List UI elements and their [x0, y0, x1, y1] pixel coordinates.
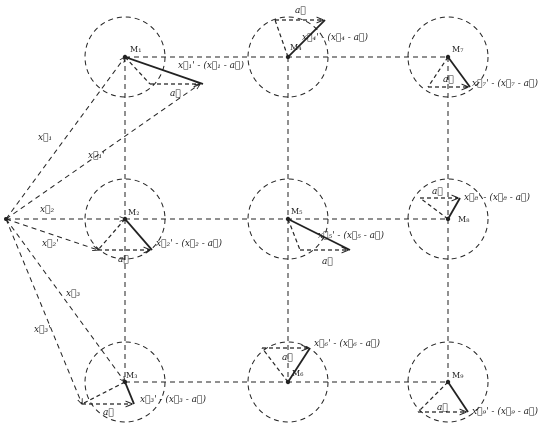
sublabel-m3: x⃗₃' - (x⃗₃ - a⃗)	[140, 394, 206, 405]
a-label-m4: a⃗	[295, 6, 306, 16]
ray-x3	[5, 218, 125, 382]
circle-m7	[407, 16, 489, 98]
ray-x2-prime	[5, 218, 98, 250]
sublabel-m1: x⃗₁' - (x⃗₁ - a⃗)	[178, 60, 244, 71]
a-label-m5: a⃗	[322, 257, 333, 267]
ray-x1-prime	[5, 84, 200, 220]
label-m7: M₇	[452, 45, 463, 54]
circle-m8	[407, 178, 489, 260]
a-label-m3: a⃗	[103, 408, 114, 418]
sublabel-m6: x⃗₆' - (x⃗₆ - a⃗)	[314, 338, 380, 349]
circle-m6	[247, 341, 329, 423]
node-circles	[84, 16, 489, 423]
label-m5: M₅	[291, 207, 302, 216]
label-m6: M₆	[292, 369, 303, 378]
circle-m2	[84, 178, 166, 260]
displacement-m1	[124, 56, 204, 84]
sublabel-m4: x⃗₄' - (x⃗₄ - a⃗)	[302, 32, 368, 43]
sublabel-m9: x⃗₉' - (x⃗₉ - a⃗)	[472, 406, 538, 417]
ray-label-x1-prime: x⃗₁'	[88, 151, 105, 161]
displacement-m8	[419, 198, 461, 220]
label-m4: M₄	[290, 43, 301, 52]
displacement-m5	[287, 218, 351, 250]
a-label-m9: a⃗	[437, 403, 448, 413]
displacement-m4	[274, 20, 326, 58]
sublabel-m5: x⃗₅' - (x⃗₅ - a⃗)	[318, 230, 384, 241]
circle-m9	[407, 341, 489, 423]
circle-m3	[84, 341, 166, 423]
displacement-m2	[97, 218, 153, 250]
circle-m1	[84, 16, 166, 98]
ray-label-x2-prime: x⃗₂'	[42, 239, 59, 249]
displacement-m3	[81, 381, 135, 404]
label-m9: M₉	[452, 371, 464, 380]
a-label-m2: a⃗	[118, 255, 129, 265]
ray-label-x3: x⃗₃	[66, 289, 80, 299]
a-label-m6: a⃗	[282, 353, 293, 363]
ray-x3-prime	[5, 218, 82, 404]
circle-m5	[247, 178, 329, 260]
ray-label-x3-prime: x⃗₃'	[34, 325, 51, 335]
displacement-m9	[417, 381, 469, 412]
node-points	[122, 54, 451, 385]
label-m2: M₂	[128, 208, 139, 217]
origin-point	[4, 217, 8, 221]
ray-x1	[5, 57, 125, 220]
sublabel-m2: x⃗₂' - (x⃗₂ - a⃗)	[156, 238, 222, 249]
ray-label-x2: x⃗₂	[40, 205, 54, 215]
displacement-m6	[261, 348, 311, 383]
label-m1: M₁	[130, 45, 141, 54]
circle-m4	[247, 16, 329, 98]
origin-rays	[5, 57, 200, 404]
displacement-m7	[427, 56, 471, 87]
label-m8: M₈	[458, 215, 469, 224]
a-label-m8: a⃗	[432, 187, 443, 197]
ray-label-x1: x⃗₁	[38, 133, 52, 143]
sublabel-m7: x⃗₇' - (x⃗₇ - a⃗)	[472, 78, 538, 89]
a-label-m7: a⃗	[443, 75, 454, 85]
label-m3: M₃	[126, 371, 137, 380]
a-label-m1: a⃗	[170, 89, 181, 99]
sublabel-m8: x⃗₈' - (x⃗₈ - a⃗)	[464, 192, 530, 203]
